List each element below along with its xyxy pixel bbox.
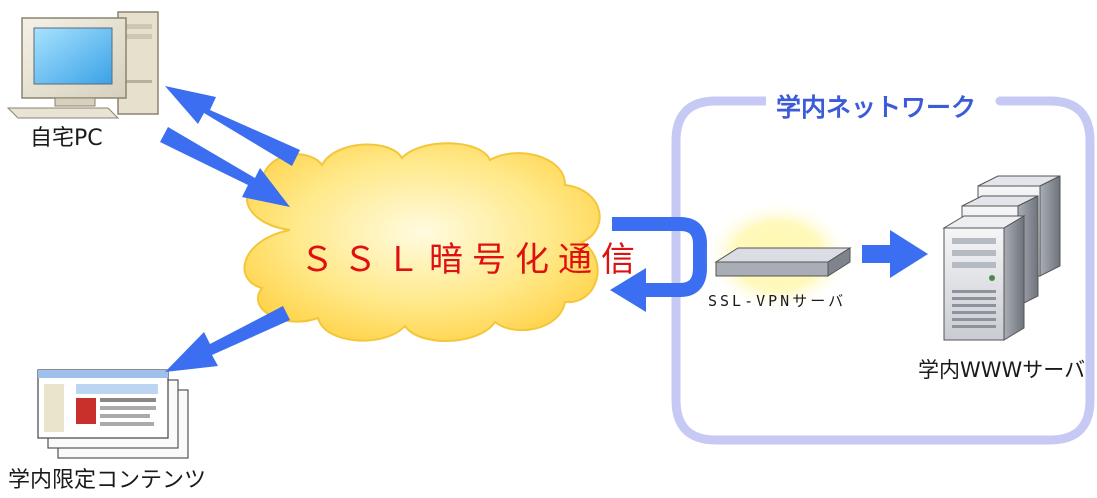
cloud-icon bbox=[243, 142, 601, 342]
vpn-appliance-icon bbox=[704, 200, 852, 312]
vpn-server-label: SSL-VPNサーバ bbox=[708, 292, 847, 310]
campus-network-title: 学内ネットワーク bbox=[766, 88, 987, 124]
webpage-stack-icon bbox=[37, 369, 189, 459]
home-pc-label: 自宅PC bbox=[30, 126, 103, 151]
desktop-pc-icon bbox=[6, 11, 159, 119]
server-rack-icon bbox=[942, 175, 1061, 341]
www-server-label: 学内WWWサーバ bbox=[918, 358, 1086, 382]
restricted-contents-label: 学内限定コンテンツ bbox=[8, 468, 207, 493]
ssl-encryption-label: ＳＳＬ暗号化通信 bbox=[300, 240, 644, 280]
campus-network-outline bbox=[671, 96, 1095, 445]
arrow-icon bbox=[160, 86, 928, 372]
